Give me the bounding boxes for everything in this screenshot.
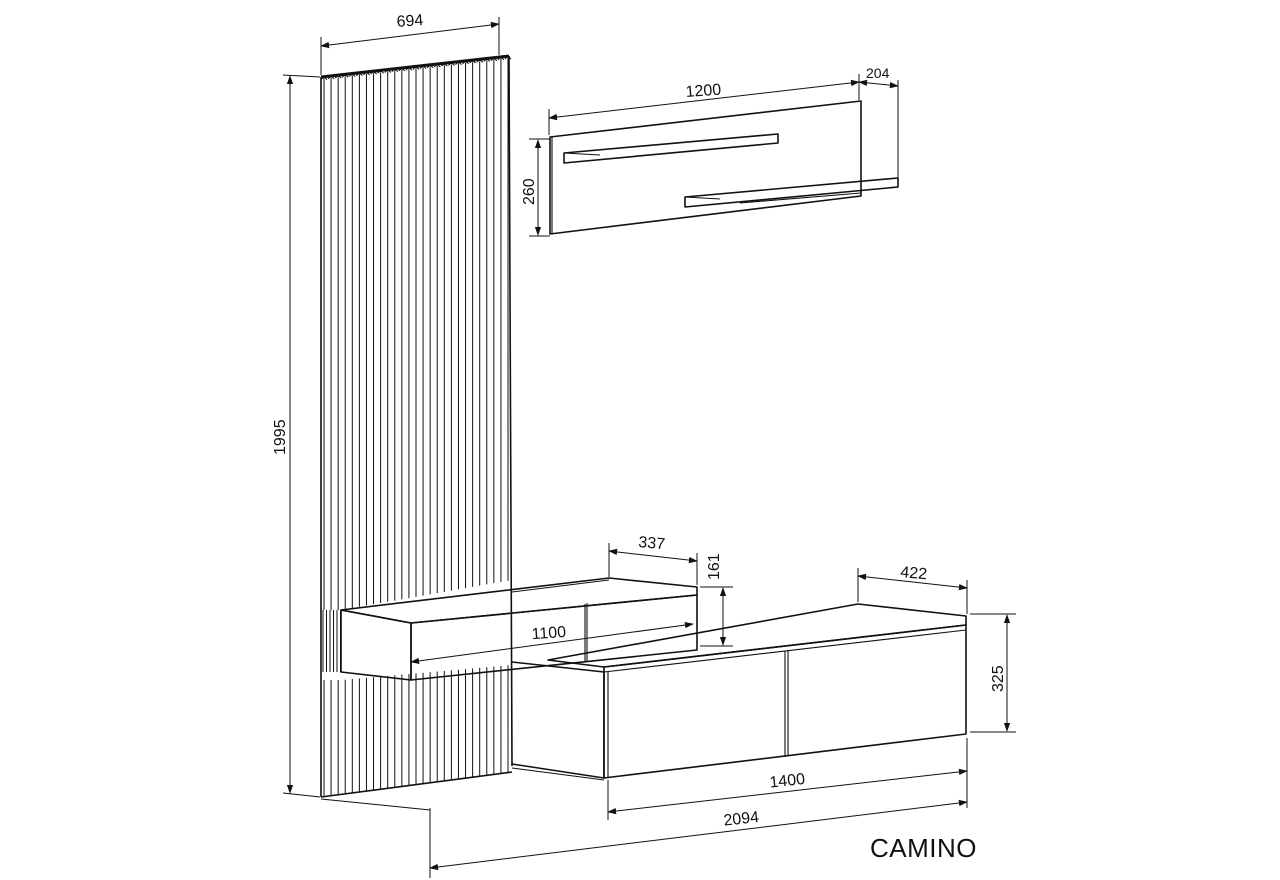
dim-label-cabinet-height: 325 [990,665,1007,692]
panel-slats-lower [322,610,509,797]
slatted-wall-panel [320,54,513,798]
panel-slat-cap [433,64,441,68]
panel-slat-cap [377,70,385,74]
panel-slat-cap [363,72,370,76]
panel-slat-cap [469,60,477,64]
panel-slat-cap [398,68,406,72]
panel-slat-cap [320,77,328,80]
panel-slat-cap [412,66,420,70]
panel-slat-cap [348,74,356,77]
low-cabinet-unit [511,603,967,781]
panel-slat-cap [419,66,427,69]
dim-label-panel-width: 694 [396,12,424,31]
dim-label-drawer-height: 161 [706,553,723,580]
dim-label-drawer-width: 1100 [531,624,567,643]
dim-label-total-width: 2094 [723,809,760,830]
dim-label-wall-shelf-depth: 204 [866,65,890,81]
panel-slat-cap [497,57,505,61]
panel-slat-cap [391,69,399,73]
panel-slat-cap [327,76,335,80]
dimension-lines [282,17,1016,878]
dim-label-panel-height: 1995 [272,419,289,455]
wall-shelf-unit [549,100,899,235]
dim-label-cabinet-depth: 422 [900,564,928,583]
panel-slat-cap [355,73,363,77]
panel-slat-cap [490,58,498,62]
dim-label-drawer-depth: 337 [638,534,666,553]
panel-slats-upper [320,56,512,610]
panel-slat-cap [334,75,342,79]
dim-label-wall-shelf-height: 260 [521,178,538,205]
panel-slat-cap [455,62,462,65]
product-name: CAMINO [870,833,977,863]
dim-label-cabinet-width: 1400 [769,771,806,792]
panel-slat-cap [440,63,448,67]
panel-slat-cap [462,61,469,65]
dim-label-wall-shelf-width: 1200 [685,82,722,101]
panel-slat-cap [447,62,455,66]
panel-slat-cap [341,74,349,78]
panel-slat-cap [426,65,434,69]
panel-slat-cap [370,71,377,75]
panel-slat-cap [504,56,512,60]
panel-slat-cap [405,67,413,71]
panel-slat-cap [384,70,392,73]
panel-slat-cap [483,58,491,62]
panel-slat-cap [476,59,484,63]
